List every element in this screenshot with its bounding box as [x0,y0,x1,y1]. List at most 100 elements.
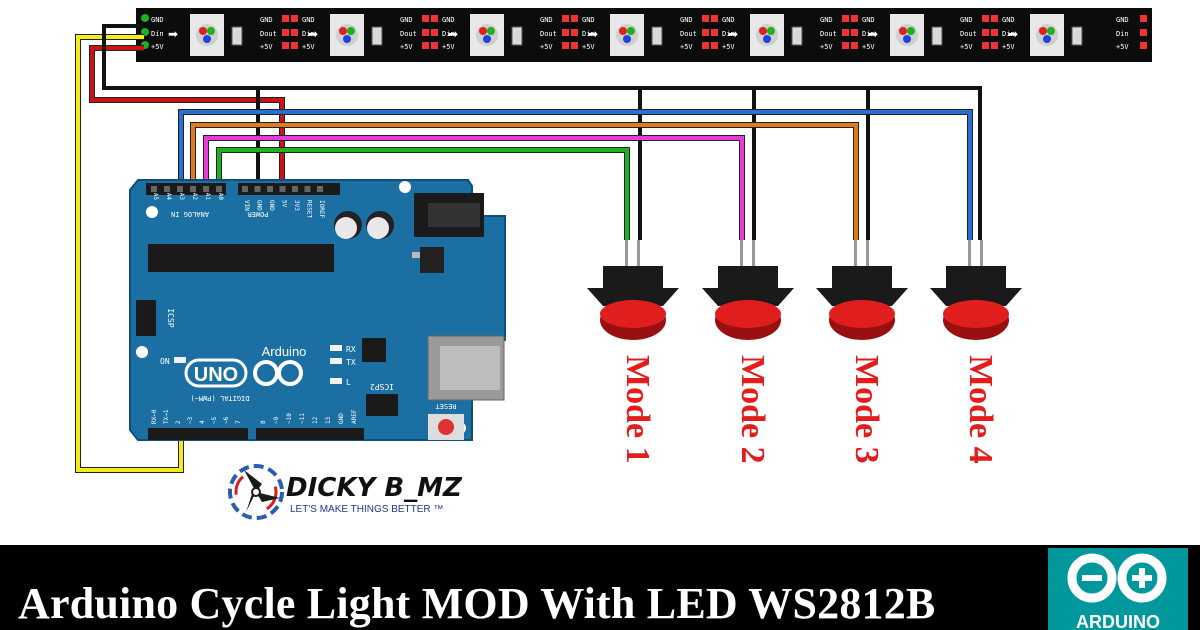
icsp2-label: ICSP2 [370,382,394,391]
pin-hole [203,186,209,192]
strip-pad-label: Dout [680,30,697,38]
pin-label-digital: 2 [175,420,182,424]
strip-pad [702,42,709,49]
pin-hole [304,186,311,192]
strip-pad [422,15,429,22]
led-red-die [479,27,487,35]
board-model-label: UNO [194,364,238,386]
strip-pad [842,15,849,22]
strip-pad [991,42,998,49]
strip-pad-label: +5V [722,43,735,51]
button-leg [637,240,640,268]
l-label: L [346,378,351,387]
pin-label-digital: RX←0 [151,409,158,424]
pin-label-power: 3V3 [293,200,300,211]
strip-pad-label: Din [862,30,875,38]
button-cap [600,300,666,328]
strip-pad [291,15,298,22]
strip-pad [982,15,989,22]
button-body [587,266,679,306]
strip-pad [1140,42,1147,49]
button-leg [752,240,755,268]
strip-pad-label: Dout [960,30,977,38]
strip-pad [291,42,298,49]
strip-pad [571,29,578,36]
pin-label-digital: 13 [325,416,332,424]
led-blue-die [483,35,491,43]
strip-pad-label: +5V [680,43,693,51]
strip-pad-label: +5V [1116,43,1129,51]
mode-button-label: Mode 4 [962,355,999,464]
led-capacitor [511,26,523,46]
button-cap [829,300,895,328]
strip-pad [282,42,289,49]
strip-pad-label: +5V [960,43,973,51]
strip-pad [571,42,578,49]
led-green-die [1047,27,1055,35]
strip-pad-label: +5V [820,43,833,51]
strip-pad [982,29,989,36]
led-red-die [619,27,627,35]
pin-hole [292,186,298,192]
pin-label-power: 5V [281,200,288,208]
button-leg [625,240,628,268]
analog-in-label: ANALOG IN [171,210,209,218]
led-blue-die [343,35,351,43]
pin-label-digital: 8 [260,420,267,424]
mode-button-label: Mode 2 [734,355,771,464]
strip-pad-label: +5V [540,43,553,51]
footer-title: Arduino Cycle Light MOD With LED WS2812B [18,579,936,628]
button-leg [866,240,869,268]
arduino-board: UNO Arduino ANALOG IN POWER DIGITAL (PWM… [129,179,506,441]
strip-pad [711,15,718,22]
pin-hole [254,186,261,192]
mode-button-2: Mode 2 [702,240,794,464]
pin-label-power: VIN [243,200,250,211]
button-body [816,266,908,306]
wire-mode1-green [217,148,629,240]
led-red-die [339,27,347,35]
strip-pad-label: Din [302,30,315,38]
pin-label-power: GND [256,200,263,211]
strip-pad [422,42,429,49]
wire-gnd-black [102,24,982,240]
brand-logo: DICKY B_MZ LET'S MAKE THINGS BETTER ™ [228,464,463,520]
pin-label-analog: A5 [152,193,159,201]
strip-pad [562,15,569,22]
pin-hole [151,186,157,192]
pin-label-digital: ~10 [286,413,293,424]
wires [75,24,982,473]
mode-button-label: Mode 3 [848,355,885,464]
tx-label: TX [346,358,356,367]
button-body [702,266,794,306]
led-capacitor [371,26,383,46]
strip-pad-label: GND [442,16,455,24]
strip-pad-label: +5V [151,43,164,51]
wire-mode3-orange [191,123,858,240]
pin-label-digital: TX→1 [163,409,170,424]
rx-label: RX [346,345,356,354]
pin-hole [267,186,273,192]
wire-5v-red [90,46,284,188]
led-blue-die [1043,35,1051,43]
pin-label-digital: ~9 [273,416,280,424]
led-green-die [627,27,635,35]
infinity-left-icon [1067,553,1117,603]
strip-pad-label: GND [582,16,595,24]
button-cap [715,300,781,328]
pin-label-digital: GND [338,413,345,424]
strip-pad-label: GND [260,16,273,24]
strip-pad [711,29,718,36]
strip-pad-label: GND [540,16,553,24]
on-label: ON [160,357,170,366]
pin-label-analog: A3 [178,193,185,201]
strip-pad [702,29,709,36]
wire-mode4-blue [179,110,972,240]
strip-pad-label: Din [151,30,164,38]
strip-pad [431,15,438,22]
